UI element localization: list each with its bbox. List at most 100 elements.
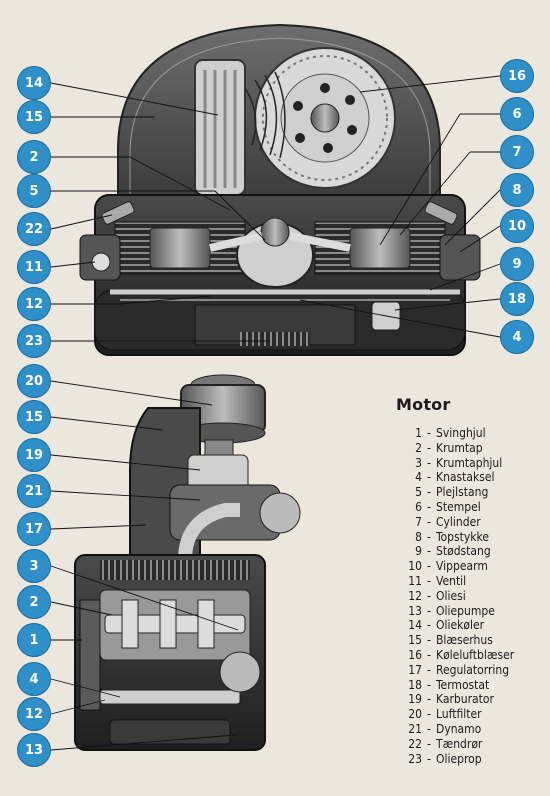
legend-item: 10-Vippearm (394, 559, 544, 574)
callout-22: 22 (17, 212, 51, 246)
callout-2: 2 (17, 140, 51, 174)
callout-15-lower: 15 (17, 400, 51, 434)
legend-item-number: 5 (415, 485, 422, 500)
legend-item: 12-Oliesi (394, 589, 544, 604)
legend-item-label: Svinghjul (436, 426, 486, 440)
legend-item-label: Krumtaphjul (436, 455, 503, 470)
legend-item-number: 7 (415, 514, 422, 529)
legend-item-number: 22 (408, 736, 422, 751)
callout-23: 23 (17, 324, 51, 358)
legend-item-number: 15 (408, 633, 422, 648)
callout-20: 20 (17, 364, 51, 398)
legend-item-label: Luftfilter (436, 707, 482, 722)
legend-item-label: Termostat (436, 677, 490, 692)
legend-item-label: Cylinder (436, 514, 481, 529)
callout-13: 13 (17, 733, 51, 767)
callout-21: 21 (17, 474, 51, 508)
legend-item-number: 3 (415, 455, 422, 470)
legend-item: 19-Karburator (394, 692, 544, 707)
callout-3: 3 (17, 549, 51, 583)
legend-item-number: 9 (415, 544, 422, 559)
legend-item: 8-Topstykke (394, 530, 544, 545)
legend-item-label: Dynamo (436, 721, 482, 736)
legend-item-label: Oliekøler (436, 618, 485, 633)
legend-item-label: Plejlstang (436, 485, 489, 500)
callout-4-lower: 4 (17, 662, 51, 696)
legend-title: Motor (396, 395, 451, 414)
legend-item: 1-Svinghjul (394, 426, 544, 441)
legend-item: 4-Knastaksel (394, 470, 544, 485)
callout-9: 9 (500, 247, 534, 281)
legend-item-number: 18 (408, 677, 422, 692)
callout-5: 5 (17, 174, 51, 208)
legend-item-number: 19 (408, 692, 422, 707)
callout-17: 17 (17, 512, 51, 546)
parts-legend: Motor 1-Svinghjul 2-Krumtap 3-Krumtaphju… (394, 395, 544, 766)
callout-12-lower: 12 (17, 697, 51, 731)
legend-item-number: 6 (415, 499, 422, 514)
legend-item-number: 13 (408, 603, 422, 618)
callout-1: 1 (17, 623, 51, 657)
legend-item-label: Krumtap (436, 440, 483, 455)
legend-item-label: Vippearm (436, 559, 488, 574)
legend-item: 17-Regulatorring (394, 663, 544, 678)
top-engine-section (79, 23, 481, 356)
callout-10: 10 (500, 209, 534, 243)
legend-item-number: 1 (415, 426, 422, 440)
callout-19: 19 (17, 438, 51, 472)
callout-7: 7 (500, 135, 534, 169)
legend-item-label: Blæserhus (436, 633, 493, 648)
legend-item-number: 16 (408, 647, 422, 662)
legend-item-number: 14 (408, 618, 422, 633)
legend-item-label: Stempel (436, 499, 481, 514)
legend-item-number: 23 (408, 751, 422, 766)
legend-item-number: 20 (408, 707, 422, 722)
legend-item: 21-Dynamo (394, 722, 544, 737)
legend-item-label: Tændrør (436, 736, 483, 751)
callout-16: 16 (500, 59, 534, 93)
legend-item: 23-Olieprop (394, 752, 544, 767)
legend-item-number: 17 (408, 662, 422, 677)
callout-4: 4 (500, 320, 534, 354)
legend-item: 5-Plejlstang (394, 485, 544, 500)
legend-item-label: Stødstang (436, 544, 491, 559)
legend-item-label: Oliesi (436, 588, 466, 603)
legend-item-label: Ventil (436, 573, 467, 588)
legend-item-number: 4 (415, 470, 422, 485)
callout-2-lower: 2 (17, 585, 51, 619)
callout-14: 14 (17, 66, 51, 100)
legend-item-label: Karburator (436, 692, 494, 707)
legend-item-number: 21 (408, 721, 422, 736)
callout-15: 15 (17, 100, 51, 134)
legend-item: 18-Termostat (394, 678, 544, 693)
legend-item-label: Olieprop (436, 751, 482, 766)
legend-item: 15-Blæserhus (394, 633, 544, 648)
legend-list: 1-Svinghjul 2-Krumtap 3-Krumtaphjul 4-Kn… (394, 426, 544, 766)
leader-lines (50, 75, 501, 751)
legend-item: 7-Cylinder (394, 515, 544, 530)
legend-item: 11-Ventil (394, 574, 544, 589)
legend-item: 13-Oliepumpe (394, 604, 544, 619)
callout-8: 8 (500, 173, 534, 207)
legend-item: 14-Oliekøler (394, 618, 544, 633)
callout-11: 11 (17, 250, 51, 284)
legend-item-label: Køleluftblæser (436, 647, 515, 662)
legend-item-number: 11 (408, 573, 422, 588)
legend-item-label: Knastaksel (436, 470, 495, 485)
legend-item-label: Oliepumpe (436, 603, 495, 618)
legend-item: 2-Krumtap (394, 441, 544, 456)
legend-item-number: 8 (415, 529, 422, 544)
legend-item-number: 12 (408, 588, 422, 603)
legend-item: 20-Luftfilter (394, 707, 544, 722)
legend-item: 22-Tændrør (394, 737, 544, 752)
callout-12: 12 (17, 287, 51, 321)
callout-18: 18 (500, 282, 534, 316)
legend-item-number: 10 (408, 559, 422, 574)
legend-item: 9-Stødstang (394, 544, 544, 559)
legend-item: 16-Køleluftblæser (394, 648, 544, 663)
legend-item: 3-Krumtaphjul (394, 456, 544, 471)
legend-item-label: Topstykke (436, 529, 489, 544)
legend-item-label: Regulatorring (436, 662, 510, 677)
